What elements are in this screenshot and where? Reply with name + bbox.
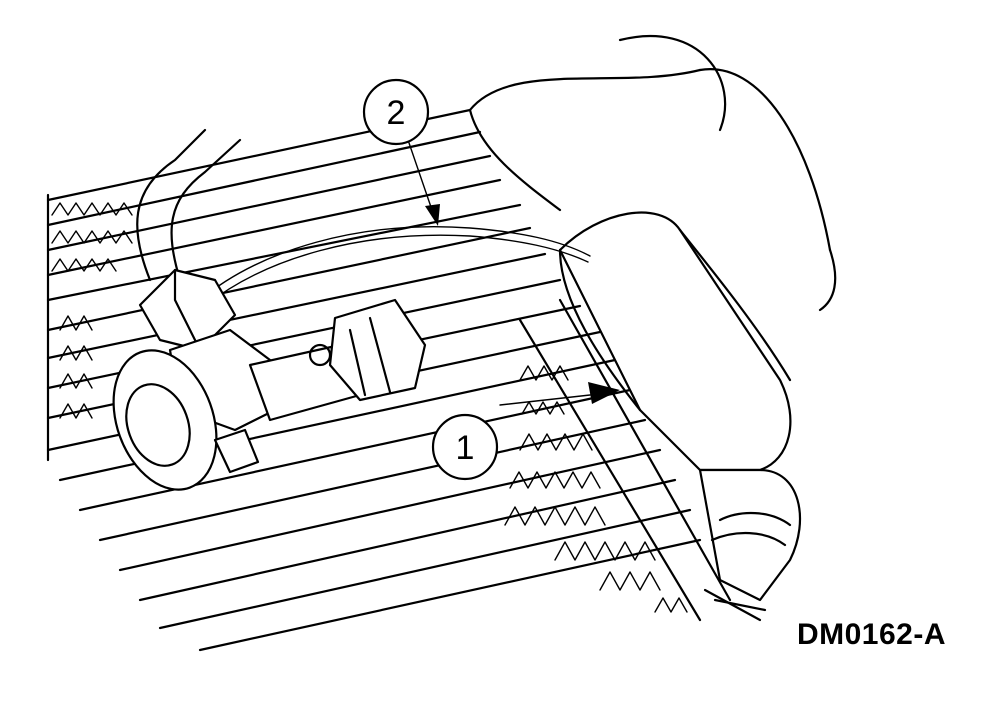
expansion-valve <box>112 268 427 491</box>
callout-1-label: 1 <box>456 429 475 467</box>
callout-2: 2 <box>362 78 430 146</box>
fin-zigzag-left <box>51 202 133 419</box>
suction-hose <box>558 211 802 622</box>
figure-id: DM0162-A <box>796 618 946 651</box>
inlet-tube <box>136 128 242 282</box>
housing-outline <box>468 34 837 312</box>
fin-zigzag-right <box>504 365 688 613</box>
callout-2-label: 2 <box>387 94 406 132</box>
capillary-tube <box>199 226 591 307</box>
callout-1: 1 <box>431 413 499 481</box>
callout-2-leader <box>407 139 440 226</box>
callout-1-arrow <box>499 382 620 406</box>
